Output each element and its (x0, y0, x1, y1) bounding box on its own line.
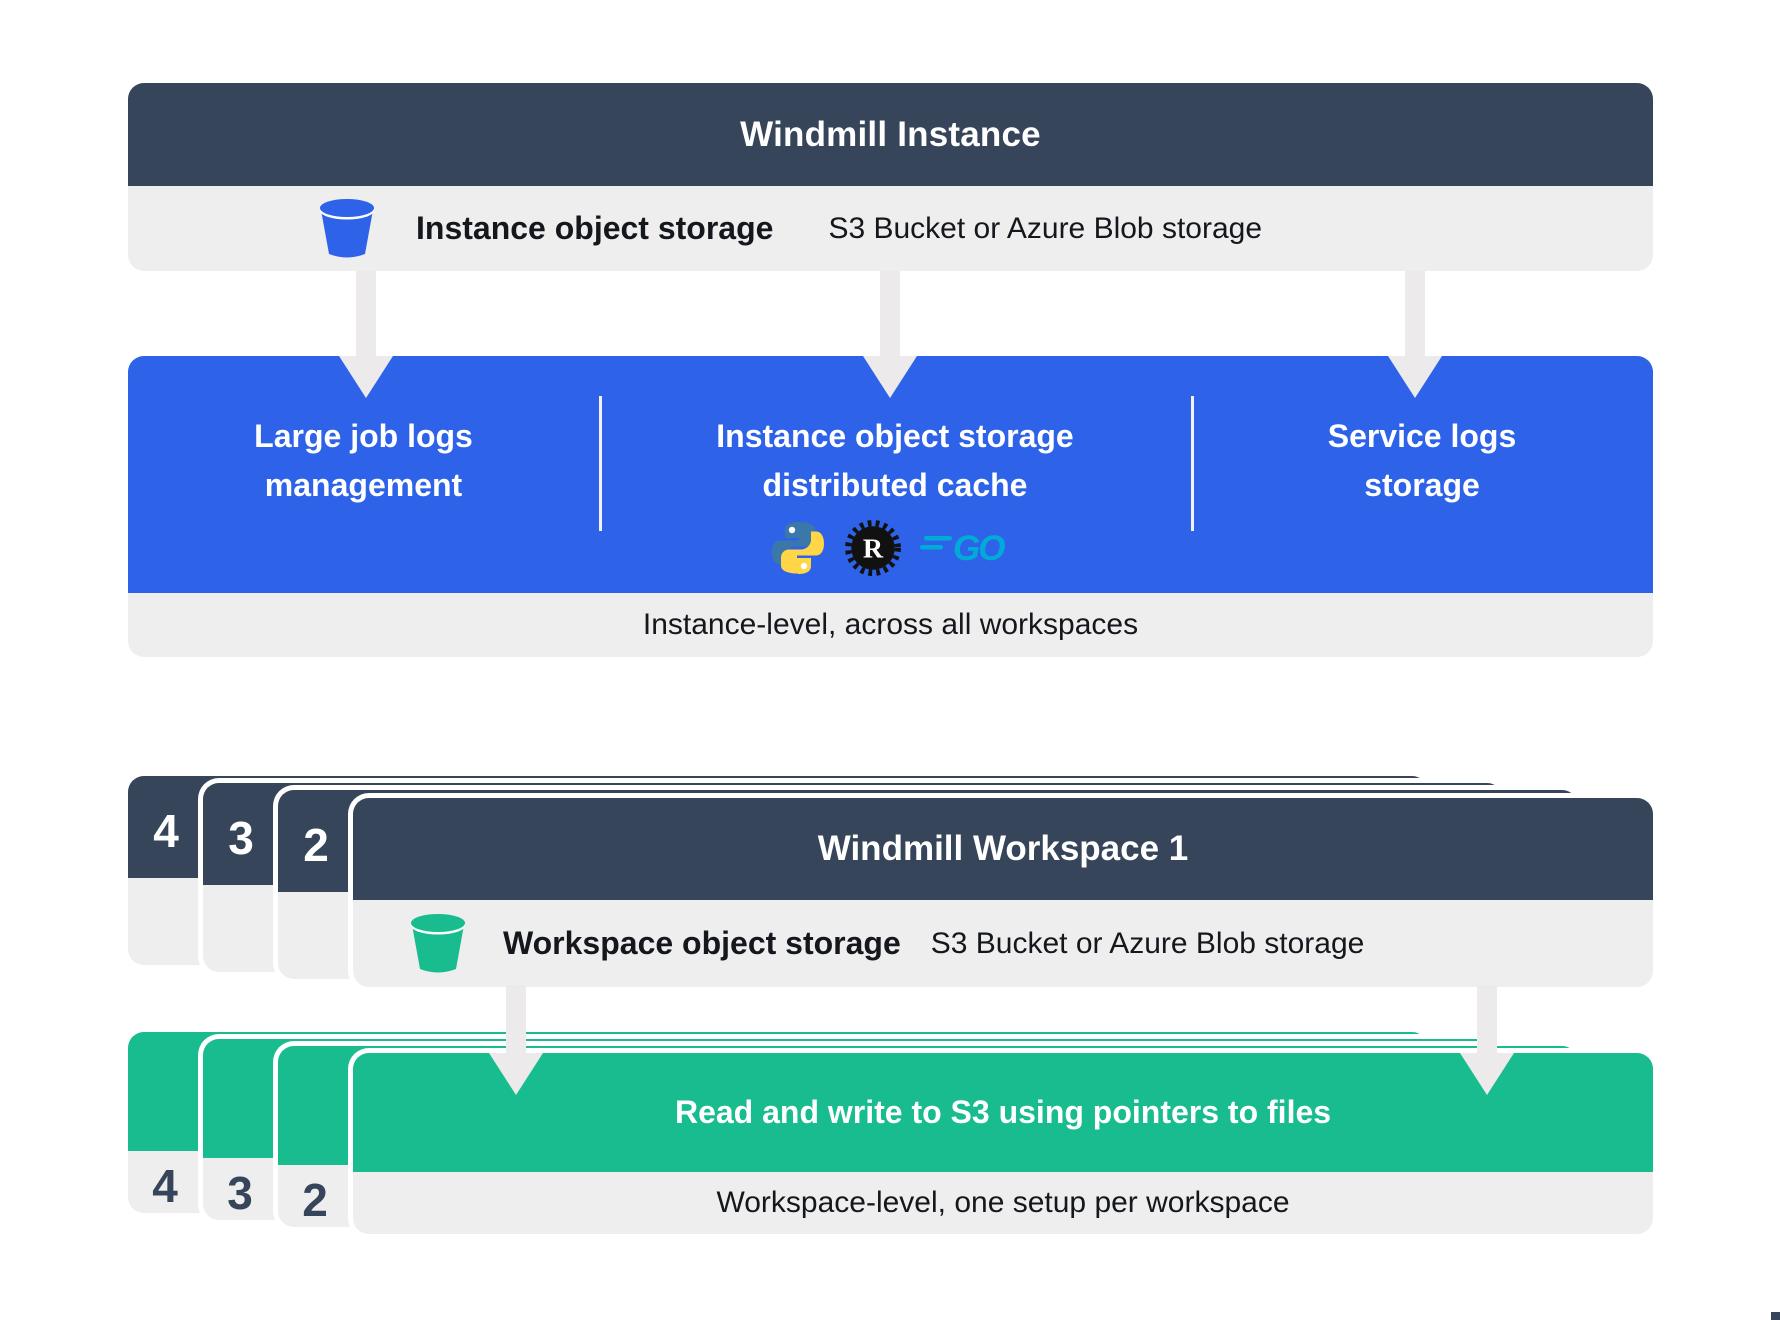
stack-number: 3 (228, 812, 254, 864)
feature-line: Service logs (1327, 418, 1517, 454)
green-action-title-bar: Read and write to S3 using pointers to f… (353, 1053, 1653, 1172)
workspace-card-header: Windmill Workspace 1 (353, 798, 1653, 900)
instance-storage-row: Instance object storage S3 Bucket or Azu… (128, 186, 1653, 271)
instance-storage-label: Instance object storage (416, 210, 774, 246)
workspace-card-1: Windmill Workspace 1 Workspace object st… (353, 798, 1653, 987)
arrow-stem (880, 271, 900, 358)
arrow-head (339, 356, 393, 398)
feature-large-job-logs: Large job logs management (128, 356, 599, 593)
stack-number: 2 (302, 1174, 328, 1226)
workspace-title: Windmill Workspace 1 (817, 829, 1189, 868)
arrow-stem (356, 271, 376, 358)
feature-line: management (264, 467, 463, 503)
column-divider (599, 396, 602, 531)
language-icons-row: R GO (770, 517, 1020, 579)
rust-letter: R (863, 533, 884, 564)
arrow-stem (1405, 271, 1425, 358)
feature-line: distributed cache (762, 467, 1028, 503)
feature-service-logs: Service logs storage (1191, 356, 1653, 593)
feature-line: Large job logs (254, 418, 473, 454)
feature-line: storage (1364, 467, 1480, 503)
instance-card-header: Windmill Instance (128, 83, 1653, 186)
rust-icon: R (844, 519, 902, 577)
green-action-title: Read and write to S3 using pointers to f… (674, 1094, 1332, 1130)
go-icon: GO (920, 528, 1020, 568)
bucket-icon (409, 913, 467, 975)
workspace-storage-row: Workspace object storage S3 Bucket or Az… (353, 900, 1653, 987)
green-action-card: Read and write to S3 using pointers to f… (353, 1053, 1653, 1234)
column-divider (1191, 396, 1194, 531)
stack-number: 2 (303, 819, 329, 871)
arrow-head (489, 1053, 543, 1095)
arrow-stem (1477, 985, 1497, 1055)
arrow-head (863, 356, 917, 398)
feature-line: Instance object storage (716, 418, 1074, 454)
instance-footer: Instance-level, across all workspaces (128, 593, 1653, 657)
green-action-footer: Workspace-level, one setup per workspace (353, 1172, 1653, 1234)
python-icon (770, 520, 826, 576)
corner-mark (1771, 1312, 1780, 1320)
arrow-stem (506, 985, 526, 1055)
arrow-head (1388, 356, 1442, 398)
stack-number: 3 (227, 1167, 253, 1219)
stack-number: 4 (153, 805, 179, 857)
instance-footer-text: Instance-level, across all workspaces (642, 608, 1139, 641)
green-action-footer-text: Workspace-level, one setup per workspace (716, 1186, 1290, 1219)
instance-storage-detail: S3 Bucket or Azure Blob storage (828, 211, 1263, 245)
feature-distributed-cache: Instance object storage distributed cach… (599, 356, 1191, 593)
stack-number: 4 (152, 1160, 178, 1212)
instance-title: Windmill Instance (740, 114, 1041, 154)
arrow-head (1460, 1053, 1514, 1095)
workspace-storage-label: Workspace object storage (503, 925, 901, 961)
workspace-storage-detail: S3 Bucket or Azure Blob storage (930, 926, 1365, 960)
go-wordmark: GO (953, 529, 1005, 568)
bucket-icon (318, 198, 376, 260)
